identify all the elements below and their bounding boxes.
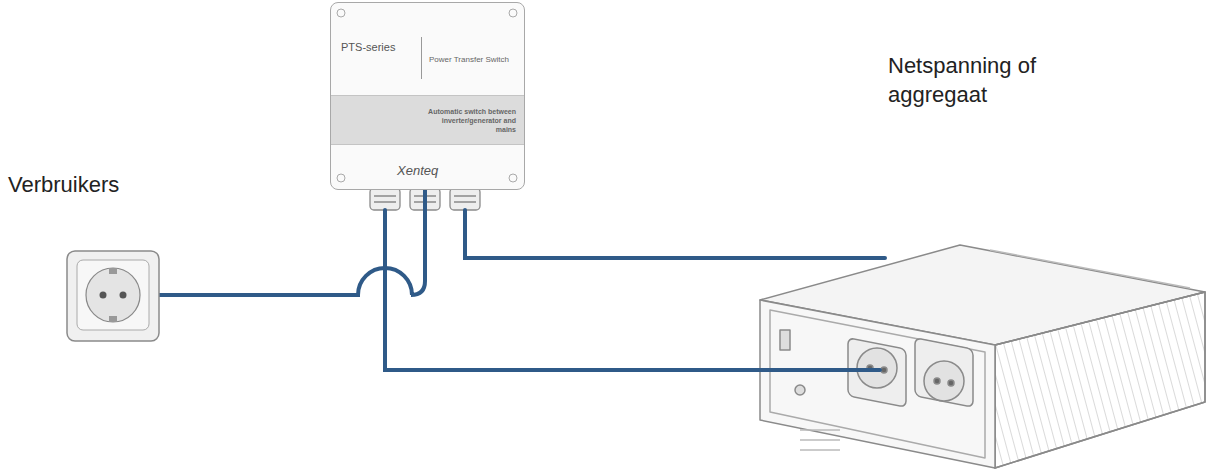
- socket-hole: [100, 292, 107, 299]
- switch-box: PTS-seriesPower Transfer SwitchAutomatic…: [330, 2, 525, 190]
- model-name: PTS-series: [341, 41, 395, 53]
- consumer-socket: Verbruikers: [8, 172, 168, 344]
- socket-frame: [77, 260, 149, 330]
- socket-plate: [67, 251, 159, 341]
- source-label: Netspanning of aggregaat: [888, 52, 1078, 109]
- product-description: Automatic switch between inverter/genera…: [420, 107, 516, 134]
- divider: [421, 37, 422, 79]
- wire-path: [158, 190, 425, 295]
- wall-socket: [64, 248, 164, 348]
- screw: [509, 174, 517, 182]
- screw: [509, 9, 517, 17]
- socket-heading: Verbruikers: [8, 172, 119, 198]
- earth-clip: [109, 316, 117, 322]
- inverter: [760, 245, 1205, 468]
- brand-logo: Xenteq: [397, 163, 438, 178]
- screw: [337, 9, 345, 17]
- screw: [337, 174, 345, 182]
- connector-wire: [158, 190, 425, 295]
- socket-hole: [120, 292, 127, 299]
- socket-face: [86, 268, 140, 322]
- screws: [331, 3, 523, 188]
- product-name: Power Transfer Switch: [429, 55, 509, 64]
- earth-clip: [109, 268, 117, 274]
- wire: [385, 210, 885, 370]
